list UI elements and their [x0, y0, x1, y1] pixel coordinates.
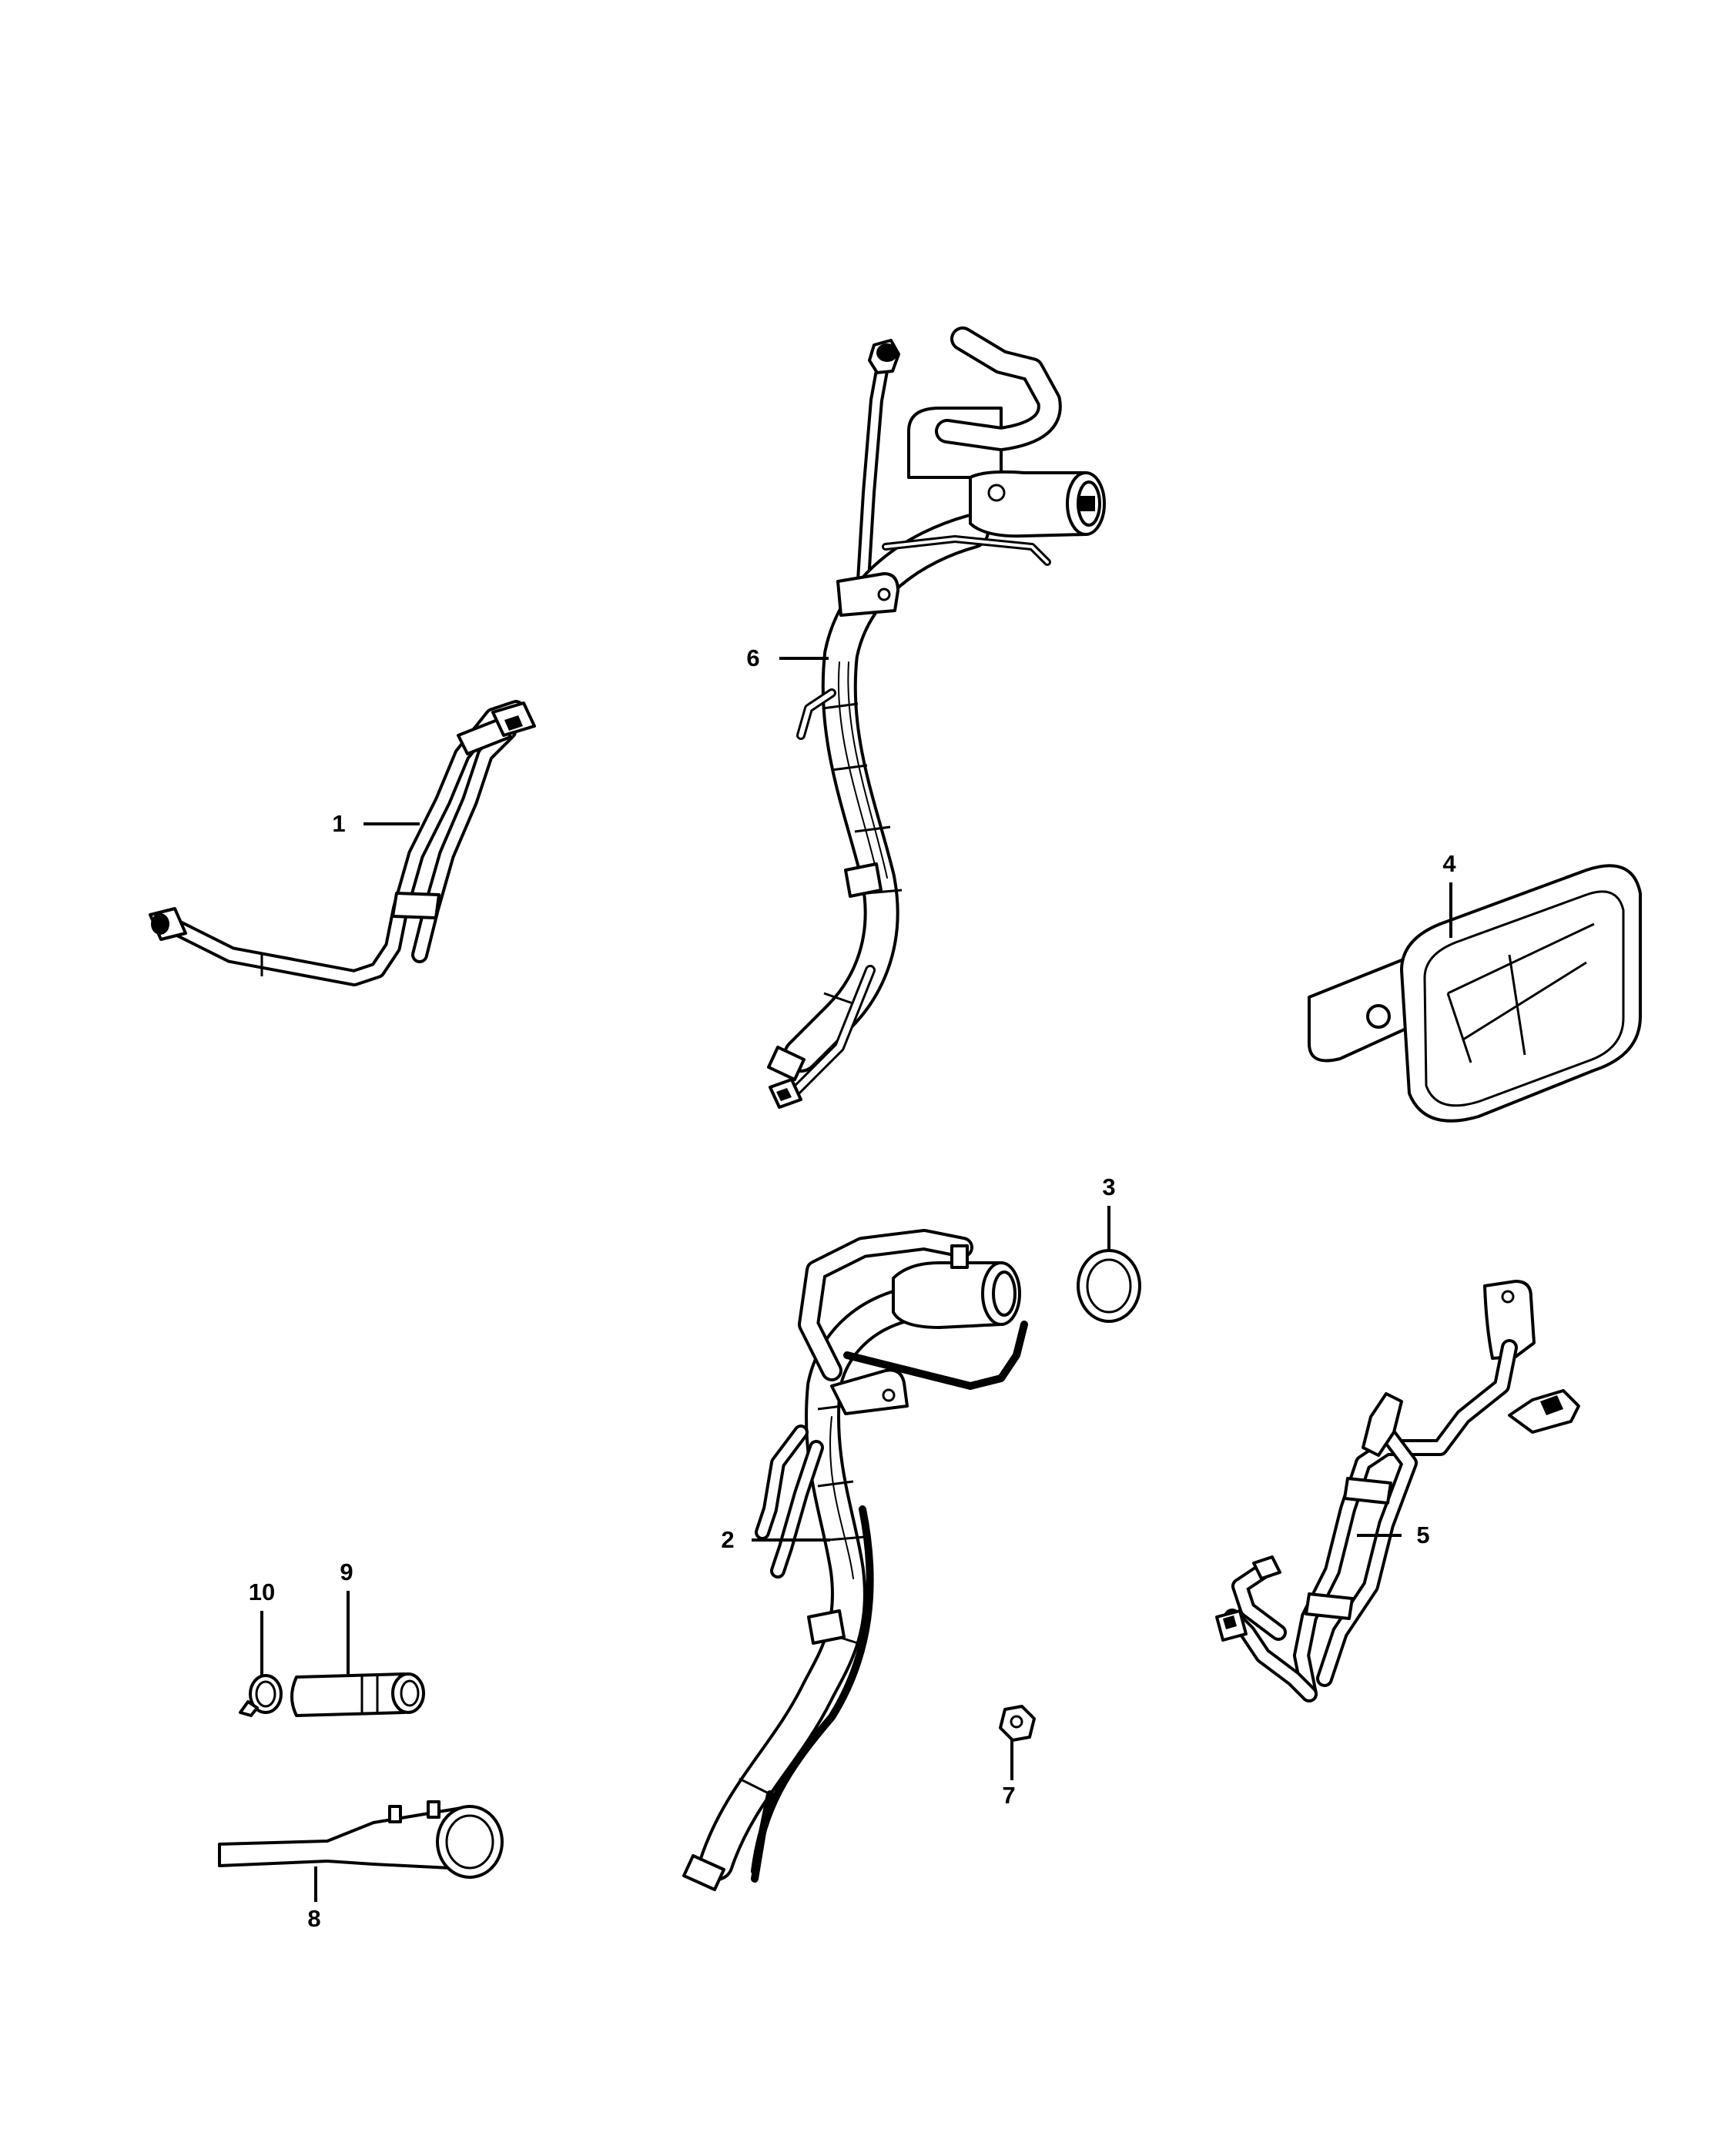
part-2-fuel-filler-tube [682, 1229, 1028, 1891]
callout-6-label: 6 [746, 644, 759, 671]
callout-2-label: 2 [721, 1526, 734, 1553]
callout-8-label: 8 [307, 1905, 320, 1932]
part-10-hose-clamp [239, 1674, 283, 1717]
part-8-filler-funnel [218, 1800, 504, 1879]
callout-3: 3 [1102, 1173, 1116, 1249]
callout-4: 4 [1442, 850, 1456, 938]
part-7-hex-nut [999, 1705, 1036, 1742]
callout-8: 8 [307, 1866, 321, 1932]
part-9-hose [290, 1672, 425, 1717]
callout-7: 7 [1002, 1740, 1016, 1809]
callout-10-label: 10 [249, 1578, 275, 1605]
callout-4-label: 4 [1442, 850, 1456, 877]
callout-9-label: 9 [340, 1558, 353, 1585]
callout-6: 6 [746, 644, 829, 671]
callout-5: 5 [1357, 1522, 1430, 1548]
callout-1-label: 1 [332, 810, 345, 837]
callout-1: 1 [332, 810, 420, 837]
part-5-fuel-vent-line [1215, 1280, 1580, 1702]
callout-9: 9 [340, 1558, 353, 1674]
callout-10: 10 [249, 1578, 275, 1676]
part-1-fuel-vent-line [149, 700, 536, 986]
callout-2: 2 [721, 1526, 830, 1553]
callout-7-label: 7 [1002, 1782, 1015, 1809]
callout-5-label: 5 [1416, 1522, 1429, 1548]
part-6-fuel-filler-tube [767, 326, 1106, 1109]
part-3-seal-ring [1077, 1249, 1141, 1323]
part-4-fuel-door-housing [1308, 864, 1642, 1123]
callout-3-label: 3 [1102, 1173, 1115, 1200]
